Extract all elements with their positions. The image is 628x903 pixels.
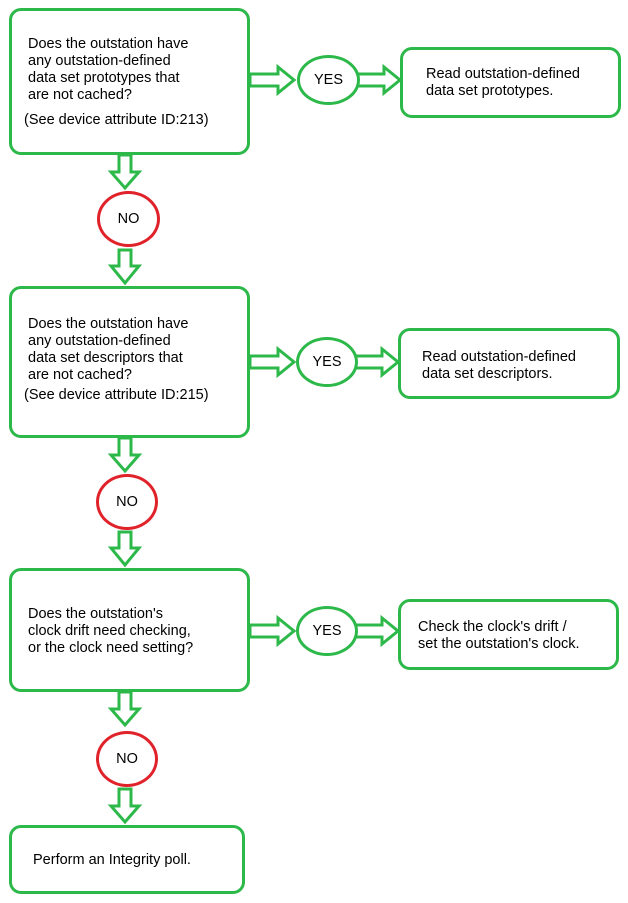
decision-note: (See device attribute ID:215): [24, 387, 209, 403]
action-box-clock: Check the clock's drift / set the outsta…: [398, 599, 619, 670]
yes-node: YES: [296, 606, 358, 656]
arrow-to-yes-1: [248, 63, 297, 97]
action-box-read-descriptors: Read outstation-defined data set descrip…: [398, 328, 620, 399]
arrow-to-no-1: [107, 153, 143, 191]
arrow-to-yes-2: [248, 345, 297, 379]
arrow-to-action-2: [354, 345, 401, 379]
action-text: Read outstation-defined data set prototy…: [426, 66, 580, 99]
decision-box-clock: Does the outstation's clock drift need c…: [9, 568, 250, 692]
decision-question: Does the outstation's clock drift need c…: [28, 606, 194, 656]
arrow-to-next-2: [107, 530, 143, 568]
arrow-to-action-3: [354, 614, 401, 648]
no-node: NO: [97, 191, 160, 247]
decision-question: Does the outstation have any outstation-…: [28, 36, 189, 103]
arrow-to-action-1: [356, 63, 403, 97]
yes-node: YES: [296, 337, 358, 387]
decision-question: Does the outstation have any outstation-…: [28, 316, 189, 383]
action-text: Read outstation-defined data set descrip…: [422, 349, 576, 382]
final-action-text: Perform an Integrity poll.: [33, 852, 191, 868]
final-box-integrity-poll: Perform an Integrity poll.: [9, 825, 245, 894]
arrow-to-yes-3: [248, 614, 297, 648]
decision-box-prototypes: Does the outstation have any outstation-…: [9, 8, 250, 155]
arrow-to-no-2: [107, 436, 143, 474]
no-node: NO: [96, 474, 158, 530]
arrow-to-no-3: [107, 690, 143, 728]
action-text: Check the clock's drift / set the outsta…: [418, 619, 580, 652]
decision-box-descriptors: Does the outstation have any outstation-…: [9, 286, 250, 438]
arrow-to-final: [107, 787, 143, 825]
decision-note: (See device attribute ID:213): [24, 112, 209, 128]
action-box-read-prototypes: Read outstation-defined data set prototy…: [400, 47, 621, 118]
yes-node: YES: [297, 55, 360, 105]
no-node: NO: [96, 731, 158, 787]
arrow-to-next-1: [107, 248, 143, 286]
